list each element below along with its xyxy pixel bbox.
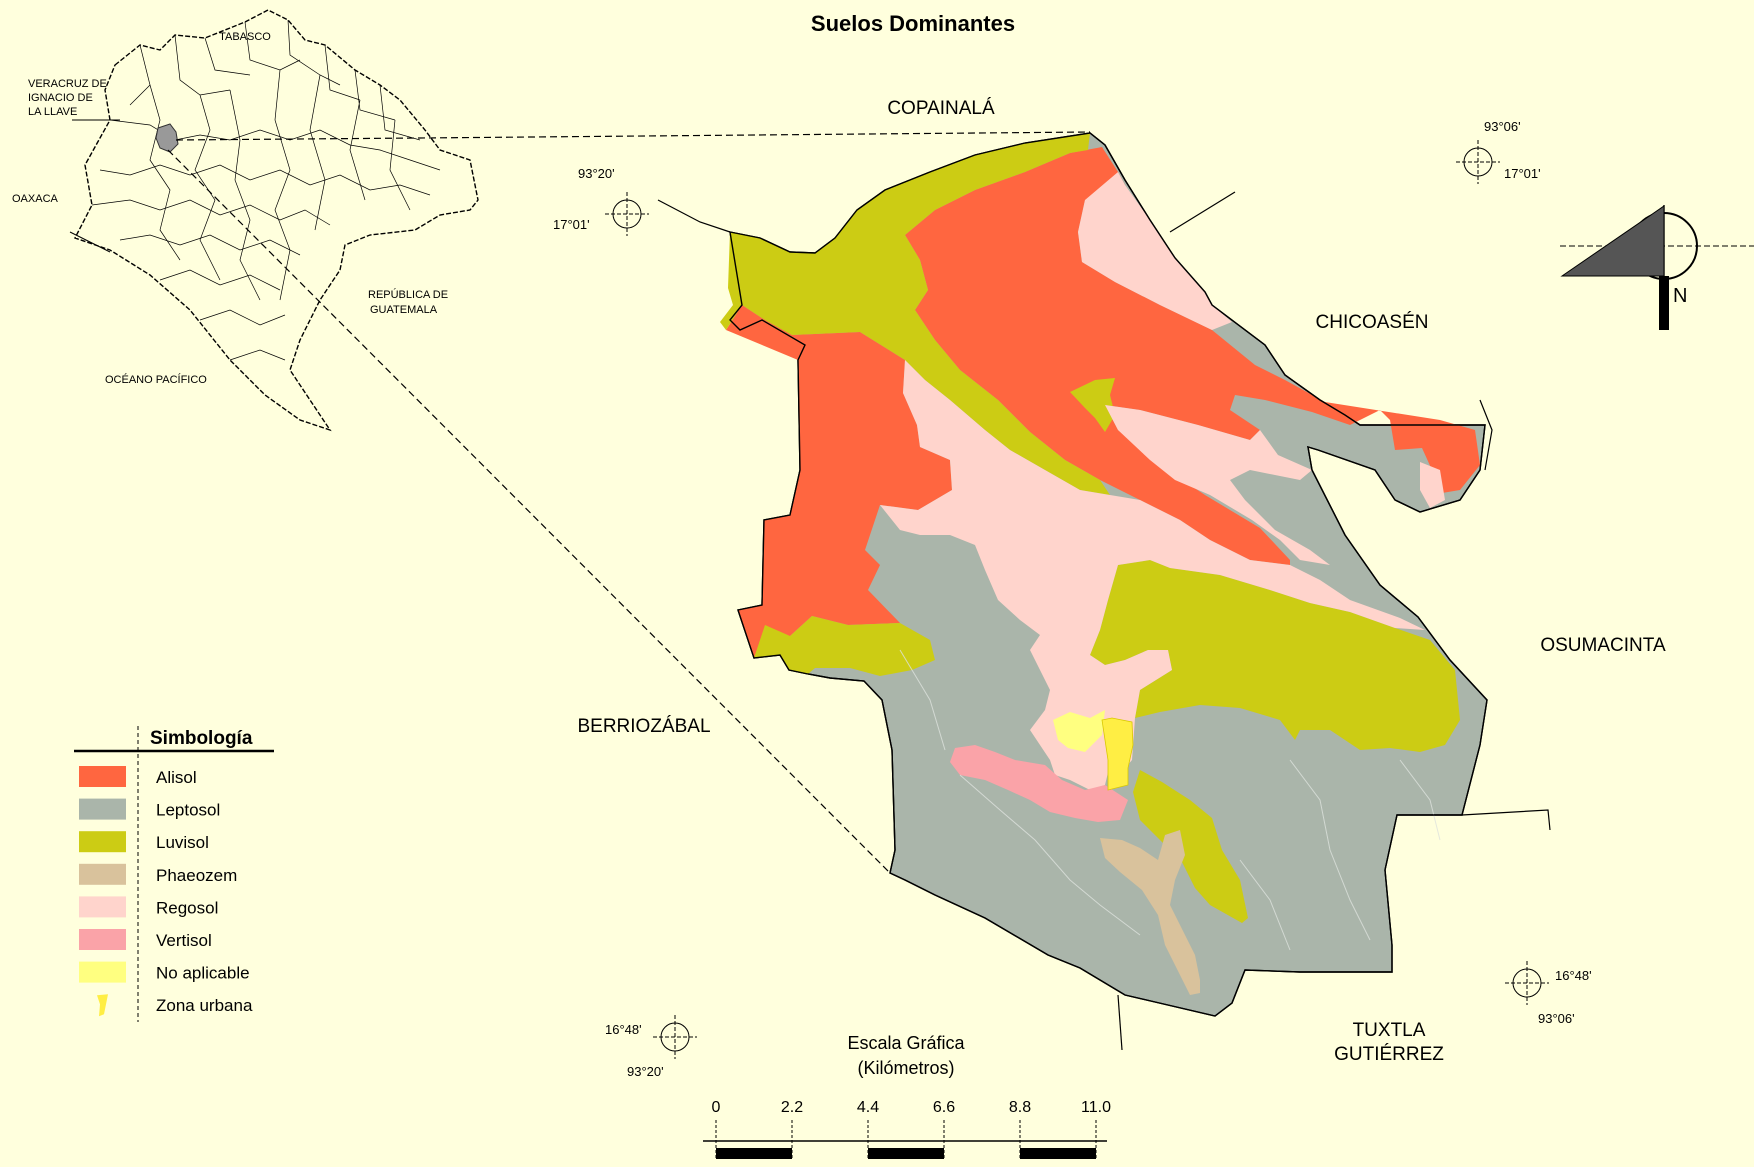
soil-luvisol-east [1090,560,1460,752]
label-berriozabal: BERRIOZÁBAL [577,716,710,737]
soil-regosol-central [880,360,1425,790]
legend-label-leptosol: Leptosol [156,801,220,820]
label-osumacinta: OSUMACINTA [1540,635,1666,656]
inset-label-oaxaca: OAXACA [12,193,59,205]
coord-marker-ne [1456,140,1500,184]
soil-luvisol-patch [1070,378,1115,432]
legend-swatch-phaeozem [79,863,126,885]
legend-title: Simbología [150,728,253,749]
drainage-lines [899,649,1441,951]
inset-label-veracruz-3: LA LLAVE [28,106,77,118]
coord-se-lat: 16°48' [1555,968,1592,983]
scale-block [868,1148,944,1159]
scale-tick-label: 11.0 [1081,1099,1111,1116]
inset-leader-line-2 [69,231,111,253]
soil-luvisol-south [1133,770,1248,923]
coord-nw-lon: 93°20' [578,166,615,181]
coord-nw-lat: 17°01' [553,217,590,232]
scale-bar: Escala Gráfica (Kilómetros) 0 2.2 4.4 6.6 8.… [703,1033,1111,1160]
scale-blocks [716,1148,1096,1159]
soil-phaeozem [1100,830,1200,995]
soil-no-aplicable [1053,710,1105,752]
legend-swatch-leptosol [79,798,126,820]
inset-label-guatemala-1: REPÚBLICA DE [368,288,448,301]
scale-tick-label: 0 [712,1099,721,1116]
coord-marker-se [1505,961,1549,1005]
soil-luvisol-north-arc [720,133,1110,495]
coord-marker-nw [605,192,649,236]
label-copainala: COPAINALÁ [887,98,995,119]
legend-swatch-zona-urbana [97,994,108,1017]
neighbor-labels: COPAINALÁ CHICOASÉN OSUMACINTA BERRIOZÁB… [577,98,1665,1065]
legend-label-regosol: Regosol [156,898,218,917]
coord-sw-lat: 16°48' [605,1022,642,1037]
label-chicoasen: CHICOASÉN [1316,312,1429,333]
soil-regosol-ne [1078,172,1232,330]
soil-luvisol-sw [754,616,935,676]
legend-label-alisol: Alisol [156,768,197,787]
inset-label-veracruz-1: VERACRUZ DE [28,78,107,90]
legend-swatch-no-aplicable [79,961,126,983]
inset-label-veracruz-2: IGNACIO DE [28,92,93,104]
north-arrow: N [1560,205,1754,330]
scale-block [1020,1148,1096,1159]
inset-highlight-municipality [155,123,179,153]
coord-ne-lon: 93°06' [1484,119,1521,134]
coord-se-lon: 93°06' [1538,1011,1575,1026]
legend-label-luvisol: Luvisol [156,833,209,852]
scale-tick-label: 4.4 [857,1099,879,1116]
soil-regosol-east [1105,405,1330,565]
legend-swatch-vertisol [79,929,126,950]
soil-alisol-west [726,305,952,658]
label-tuxtla: TUXTLA [1353,1020,1426,1041]
legend-swatch-luvisol [79,831,126,853]
inset-connectors [167,131,1091,874]
label-gutierrez: GUTIÉRREZ [1334,1044,1444,1065]
scale-units: (Kilómetros) [857,1058,954,1078]
north-label: N [1673,285,1687,307]
scale-block [716,1148,792,1159]
map-title: Suelos Dominantes [811,11,1015,36]
inset-label-pacifico: OCÉANO PACÍFICO [105,373,207,386]
legend-label-vertisol: Vertisol [156,931,212,950]
coord-ne-lat: 17°01' [1504,166,1541,181]
legend-swatch-regosol [79,896,126,918]
scale-tick-label: 6.6 [933,1099,955,1116]
legend-swatch-alisol [79,766,126,787]
coord-sw-lon: 93°20' [627,1064,664,1079]
soil-vertisol [950,745,1128,822]
scale-tick-label: 2.2 [781,1099,803,1116]
municipality-boundaries [91,19,441,361]
coordinate-labels: 93°20' 17°01' 93°06' 17°01' 16°48' 93°20… [553,119,1592,1079]
scale-tick-label: 8.8 [1009,1099,1031,1116]
inset-label-tabasco: TABASCO [219,31,271,43]
soil-zona-urbana [1101,717,1134,791]
legend-label-phaeozem: Phaeozem [156,866,237,885]
main-map [657,132,1551,1051]
soil-regosol-tip [1420,462,1445,508]
scale-ticks: 0 2.2 4.4 6.6 8.8 11.0 [712,1099,1111,1160]
scale-title: Escala Gráfica [847,1033,965,1053]
state-outline [74,9,479,432]
legend-label-zona-urbana: Zona urbana [156,996,253,1015]
coordinate-markers [605,140,1549,1059]
inset-locator-map [69,9,479,432]
soil-alisol-north [905,147,1480,565]
legend-label-no-aplicable: No aplicable [156,964,250,983]
legend: Simbología AlisolLeptosolLuvisolPhaeozem… [74,726,274,1022]
inset-label-guatemala-2: GUATEMALA [370,304,438,316]
legend-items: AlisolLeptosolLuvisolPhaeozemRegosolVert… [79,766,253,1017]
inset-labels: TABASCO VERACRUZ DE IGNACIO DE LA LLAVE … [12,31,448,386]
coord-marker-sw [653,1015,697,1059]
neighbor-boundaries [657,191,1551,1051]
